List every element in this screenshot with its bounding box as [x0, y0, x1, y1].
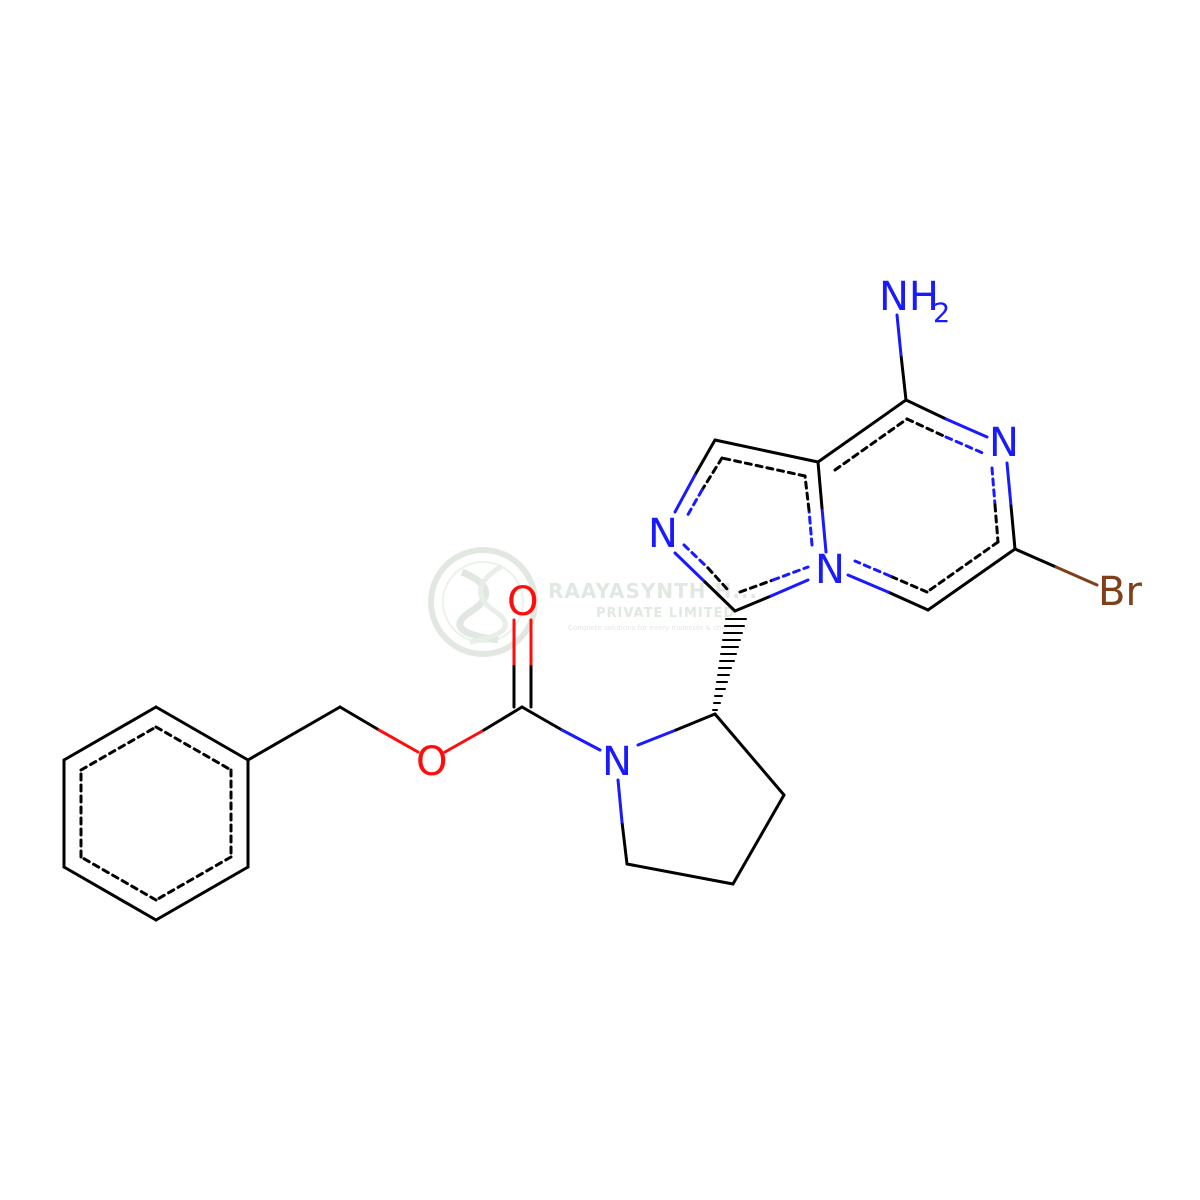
- imidazole-ring: [673, 438, 828, 613]
- pyrrolidine-n-label: N: [602, 739, 632, 785]
- bridgehead-n-label: N: [815, 547, 845, 593]
- atom-labels: NH 2 N N N Br O O N: [416, 274, 1142, 785]
- bond-c-nh2: [899, 353, 908, 402]
- bonds: [62, 313, 1099, 922]
- bond-ring-ch2: [246, 705, 342, 762]
- bond-carbonyl-n: [520, 705, 564, 732]
- watermark-subtitle: PRIVATE LIMITED: [596, 606, 735, 621]
- stereo-hash-wedge: [712, 618, 747, 711]
- pyrrolidine-ring: [616, 712, 786, 886]
- bond-ch2-o: [338, 705, 381, 732]
- bromine-label: Br: [1098, 569, 1142, 615]
- ester-oxygen-label: O: [416, 739, 447, 785]
- bond-carbonyl-double: [512, 618, 533, 709]
- pyrazine-n-label: N: [989, 420, 1019, 466]
- bond-o-carbonyl: [443, 728, 486, 754]
- pyrazine-aromatic-dashes: [833, 417, 1000, 594]
- bond-c-br: [1013, 547, 1058, 569]
- watermark-tagline: Complete solutions for every molecule & …: [568, 624, 748, 632]
- benzene-aromatic-dashes: [79, 725, 233, 902]
- amine-label: NH: [879, 274, 939, 320]
- watermark-company: RAAYASYNTH H...: [548, 579, 758, 603]
- watermark: RAAYASYNTH H... PRIVATE LIMITED Complete…: [428, 547, 758, 657]
- pyrazine-ring: [816, 398, 1017, 612]
- benzene-ring: [62, 705, 250, 922]
- imidazole-n-label: N: [648, 511, 678, 557]
- watermark-logo-icon: [428, 547, 538, 657]
- amine-subscript: 2: [933, 298, 950, 329]
- carbonyl-oxygen-label: O: [507, 579, 538, 625]
- imidazole-aromatic-dashes: [682, 456, 814, 594]
